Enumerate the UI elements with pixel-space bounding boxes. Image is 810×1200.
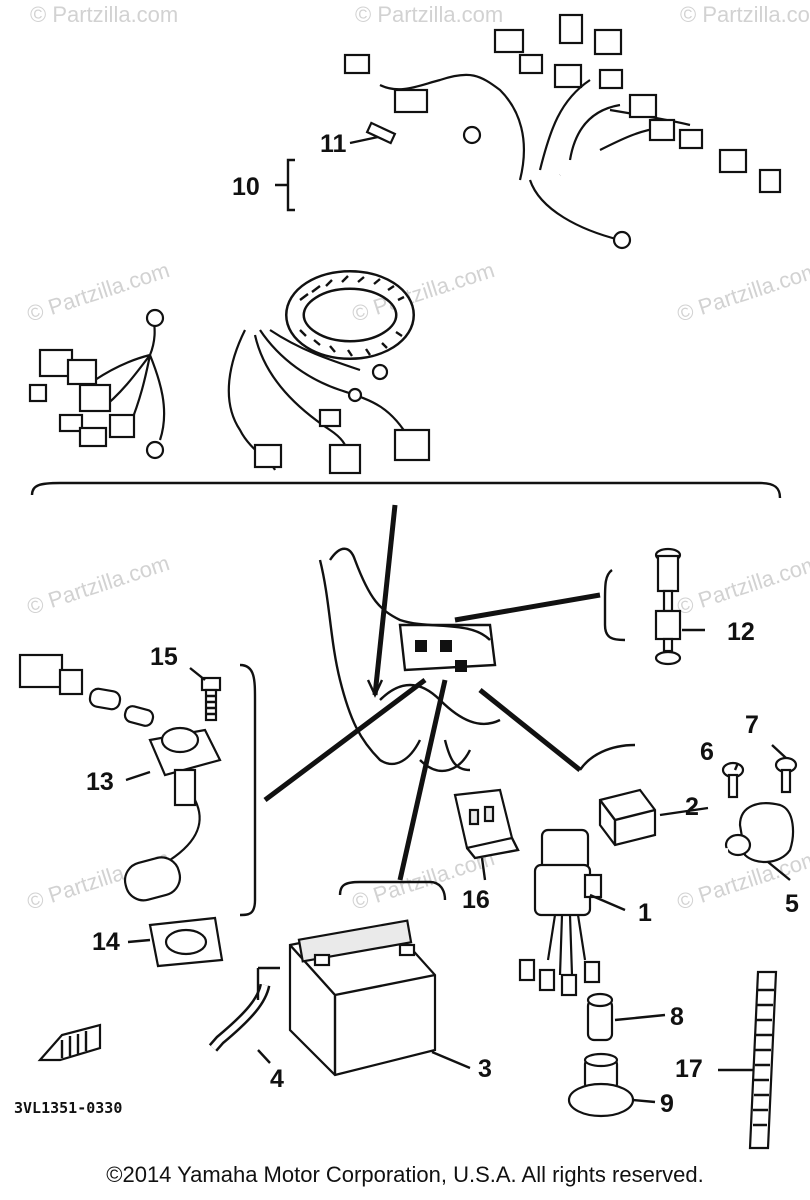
breather-tube-4[interactable] [208,966,280,1052]
fuse-11[interactable] [365,121,397,145]
battery-bracket [338,880,447,901]
callout-3[interactable]: 3 [478,1055,492,1083]
harness-group-bracket [30,481,782,499]
callout-4[interactable]: 4 [270,1065,284,1093]
battery-mount-marker [415,640,427,652]
diagram-code: 3VL1351-0330 [14,1099,122,1117]
leader-lines [263,504,601,881]
callout-9[interactable]: 9 [660,1090,674,1118]
callout-14[interactable]: 14 [92,928,120,956]
callout-2[interactable]: 2 [685,793,699,821]
screw-6[interactable] [721,761,745,799]
plug-boot-9[interactable] [567,1052,635,1118]
watermark: © Partzilla.com [674,257,810,327]
watermark: © Partzilla.com [680,2,810,27]
callout-13[interactable]: 13 [86,768,114,796]
callout-12[interactable]: 12 [727,618,755,646]
fuel-sender-13[interactable] [18,653,222,904]
copyright-notice: ©2014 Yamaha Motor Corporation, U.S.A. A… [106,1162,704,1187]
callout-16[interactable]: 16 [462,886,490,914]
callout-8[interactable]: 8 [670,1003,684,1031]
spark-plug-cap-8[interactable] [586,992,614,1042]
unit-mount-marker [455,660,467,672]
watermark: © Partzilla.com [674,550,810,620]
relay-bracket [579,743,636,771]
cable-tie-17[interactable] [748,970,778,1150]
front-direction-arrow-icon [37,1023,102,1062]
gasket-14[interactable] [148,916,224,968]
fuel-cap-12[interactable] [654,547,682,666]
callout-6[interactable]: 6 [700,738,714,766]
callout-10[interactable]: 10 [232,173,260,201]
callouts: 11 10 12 15 13 14 7 6 2 1 5 16 8 3 4 17 … [86,130,799,1118]
ignition-coil-5[interactable] [611,802,795,1000]
callout-17[interactable]: 17 [675,1055,703,1083]
callout-7[interactable]: 7 [745,711,759,739]
battery-3[interactable] [288,919,437,1077]
relay-2[interactable] [598,788,657,847]
screw-7[interactable] [774,756,798,794]
watermark: © Partzilla.com [355,2,503,27]
fuel-cap-bracket [603,569,626,642]
watermark: © Partzilla.com [24,550,173,620]
starter-relay-1[interactable] [518,828,603,997]
callout-15[interactable]: 15 [150,643,178,671]
callout-leaders [125,135,791,1104]
wire-harness[interactable] [28,13,782,475]
relay-mount-marker [440,640,452,652]
callout-1[interactable]: 1 [638,899,652,927]
callout-11[interactable]: 11 [320,130,347,158]
watermark: © Partzilla.com [30,2,178,27]
callout-5[interactable]: 5 [785,890,799,918]
bolt-15[interactable] [200,676,222,722]
fuel-sender-bracket [239,663,257,917]
relay-16[interactable] [453,788,520,860]
